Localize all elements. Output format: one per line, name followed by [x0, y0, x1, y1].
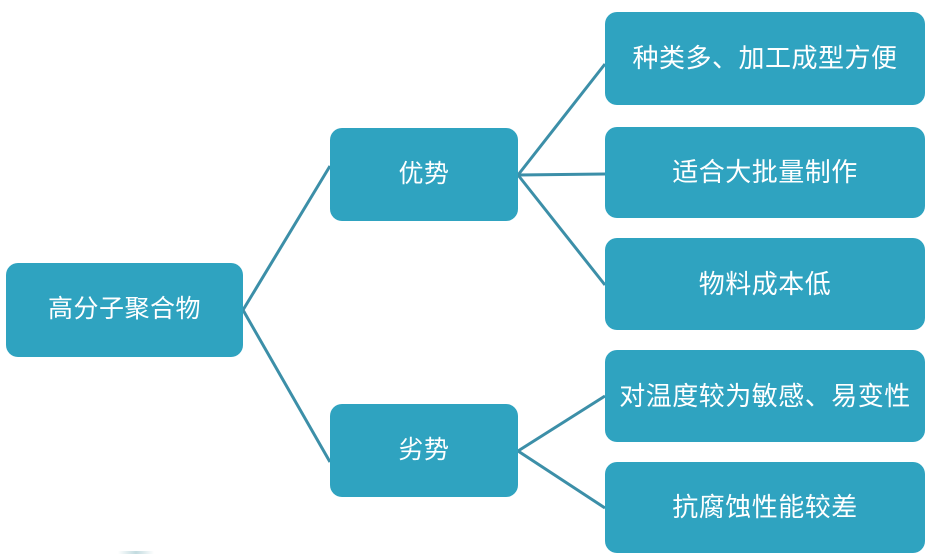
connector-pros-to-leaf-0 — [516, 63, 607, 176]
node-leaf-pros-1-label: 种类多、加工成型方便 — [632, 43, 898, 74]
node-branch-pros[interactable]: 优势 — [330, 128, 518, 221]
node-leaf-cons-2[interactable]: 抗腐蚀性能较差 — [605, 462, 925, 553]
node-leaf-cons-2-label: 抗腐蚀性能较差 — [672, 492, 858, 523]
node-leaf-pros-3[interactable]: 物料成本低 — [605, 238, 925, 330]
connector-root-to-pros — [241, 165, 332, 311]
node-leaf-pros-2[interactable]: 适合大批量制作 — [605, 127, 925, 218]
node-leaf-pros-1[interactable]: 种类多、加工成型方便 — [605, 12, 925, 105]
connector-pros-to-leaf-2 — [516, 174, 607, 286]
connector-root-to-cons — [241, 309, 332, 463]
connector-cons-to-leaf-3 — [517, 394, 606, 453]
node-branch-cons[interactable]: 劣势 — [330, 404, 518, 497]
node-root-label: 高分子聚合物 — [47, 295, 201, 324]
connector-cons-to-leaf-4 — [517, 449, 606, 510]
background-artifact — [118, 551, 154, 554]
node-branch-cons-label: 劣势 — [398, 435, 450, 464]
node-branch-pros-label: 优势 — [398, 159, 450, 188]
node-leaf-pros-3-label: 物料成本低 — [698, 268, 832, 299]
node-leaf-pros-2-label: 适合大批量制作 — [672, 157, 858, 188]
node-leaf-cons-1[interactable]: 对温度较为敏感、易变性 — [605, 350, 925, 442]
connector-pros-to-leaf-1 — [517, 172, 606, 177]
node-leaf-cons-1-label: 对温度较为敏感、易变性 — [619, 380, 911, 411]
node-root[interactable]: 高分子聚合物 — [6, 263, 243, 357]
